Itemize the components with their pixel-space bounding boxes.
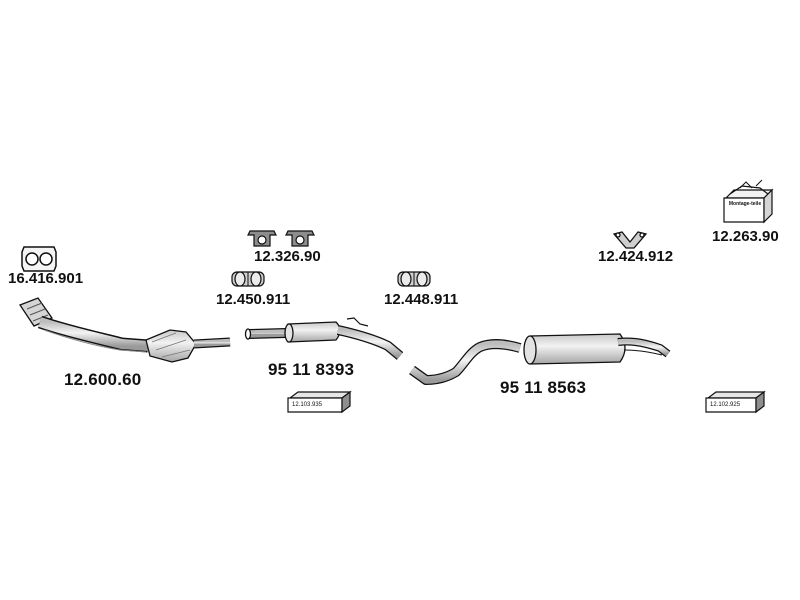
mounting-kit-part[interactable] (723, 179, 774, 224)
middle-silencer-label: 95 11 8393 (268, 360, 355, 379)
mounting-bracket-part[interactable] (612, 231, 648, 249)
mounting-bracket-label: 12.424.912 (598, 248, 674, 265)
hanger-rubbers-part[interactable] (247, 230, 315, 247)
clamp-rear-label: 12.448.911 (384, 291, 459, 308)
box-rear-label: 12.102.925 (710, 402, 741, 408)
box-front-part[interactable] (287, 390, 352, 414)
rear-silencer-label: 95 11 8563 (500, 378, 587, 397)
gasket-label: 16.416.901 (8, 270, 84, 287)
hanger-rubbers-label: 12.326.90 (254, 248, 321, 265)
box-rear-part[interactable] (705, 390, 766, 414)
gasket-part[interactable] (21, 246, 57, 272)
clamp-rear-part[interactable] (397, 271, 431, 287)
mounting-kit-label: 12.263.90 (712, 228, 779, 245)
box-front-label: 12.103.935 (292, 402, 323, 408)
clamp-front-label: 12.450.911 (216, 291, 291, 308)
front-pipe-label: 12.600.60 (64, 370, 142, 389)
front-pipe-part[interactable] (19, 297, 231, 363)
rear-silencer-part[interactable] (409, 333, 671, 385)
mounting-kit-box-text: Montage-teile (728, 201, 762, 207)
clamp-front-part[interactable] (231, 271, 265, 287)
middle-silencer-part[interactable] (244, 317, 404, 360)
